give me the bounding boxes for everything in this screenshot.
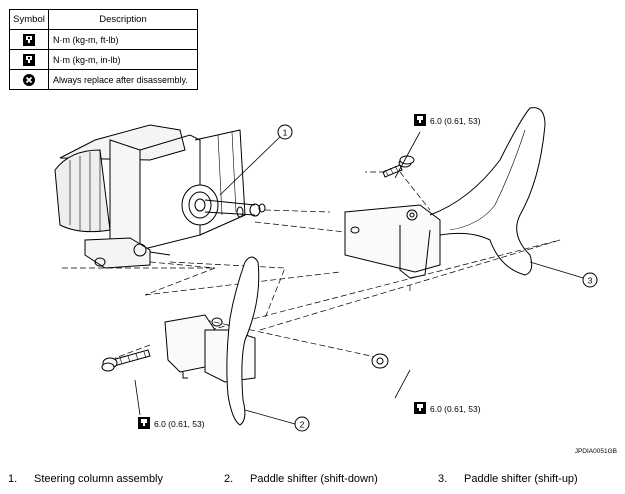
- caption-text: Paddle shifter (shift-up): [464, 473, 578, 485]
- legend-row: N·m (kg-m, in-lb): [9, 49, 198, 70]
- callout-leaders: [134, 131, 591, 425]
- callout-3-label: 3: [588, 276, 593, 286]
- torque-value-bottom: 6.0 (0.61, 53): [154, 419, 205, 429]
- torque-value-right: 6.0 (0.61, 53): [430, 404, 481, 414]
- torque-nm-inlb-icon: [23, 53, 35, 66]
- torque-nm-ftlb-icon: [23, 33, 35, 46]
- legend-row: Always replace after disassembly.: [9, 69, 198, 90]
- steering-column-assembly: [54, 124, 266, 269]
- callout-2: 2: [294, 416, 310, 432]
- callout-1: 1: [277, 124, 293, 140]
- callout-2-label: 2: [300, 420, 305, 430]
- caption-number: 2.: [224, 473, 234, 485]
- torque-spec-bottom: 6.0 (0.61, 53): [138, 417, 205, 429]
- callout-1-label: 1: [283, 128, 288, 138]
- symbol-legend-table: Symbol Description N·m (kg-m, ft-lb) N·m…: [9, 9, 198, 90]
- caption-text: Paddle shifter (shift-down): [250, 473, 378, 485]
- caption-number: 3.: [438, 473, 448, 485]
- caption-item: 3. Paddle shifter (shift-up): [438, 473, 578, 485]
- legend-header-row: Symbol Description: [9, 9, 198, 30]
- replace-after-disassembly-icon: [23, 73, 35, 86]
- figure-code: JPDIA0051GB: [574, 448, 617, 455]
- paddle-shifter-shift-down: [164, 256, 260, 426]
- caption-text: Steering column assembly: [34, 473, 164, 485]
- bolt-upper: [382, 155, 415, 178]
- bolt-lower-left: [101, 349, 151, 372]
- callout-3: 3: [582, 272, 598, 288]
- torque-spec-top: 6.0 (0.61, 53): [414, 114, 481, 126]
- caption-number: 1.: [8, 473, 18, 485]
- caption-item: 2. Paddle shifter (shift-down): [224, 473, 378, 485]
- torque-value-top: 6.0 (0.61, 53): [430, 116, 481, 126]
- legend-text: Always replace after disassembly.: [48, 69, 198, 90]
- paddle-shifter-shift-up: [344, 107, 546, 279]
- caption-item: 1. Steering column assembly: [8, 473, 163, 485]
- nut-right: [371, 353, 389, 369]
- torque-spec-right: 6.0 (0.61, 53): [414, 402, 481, 414]
